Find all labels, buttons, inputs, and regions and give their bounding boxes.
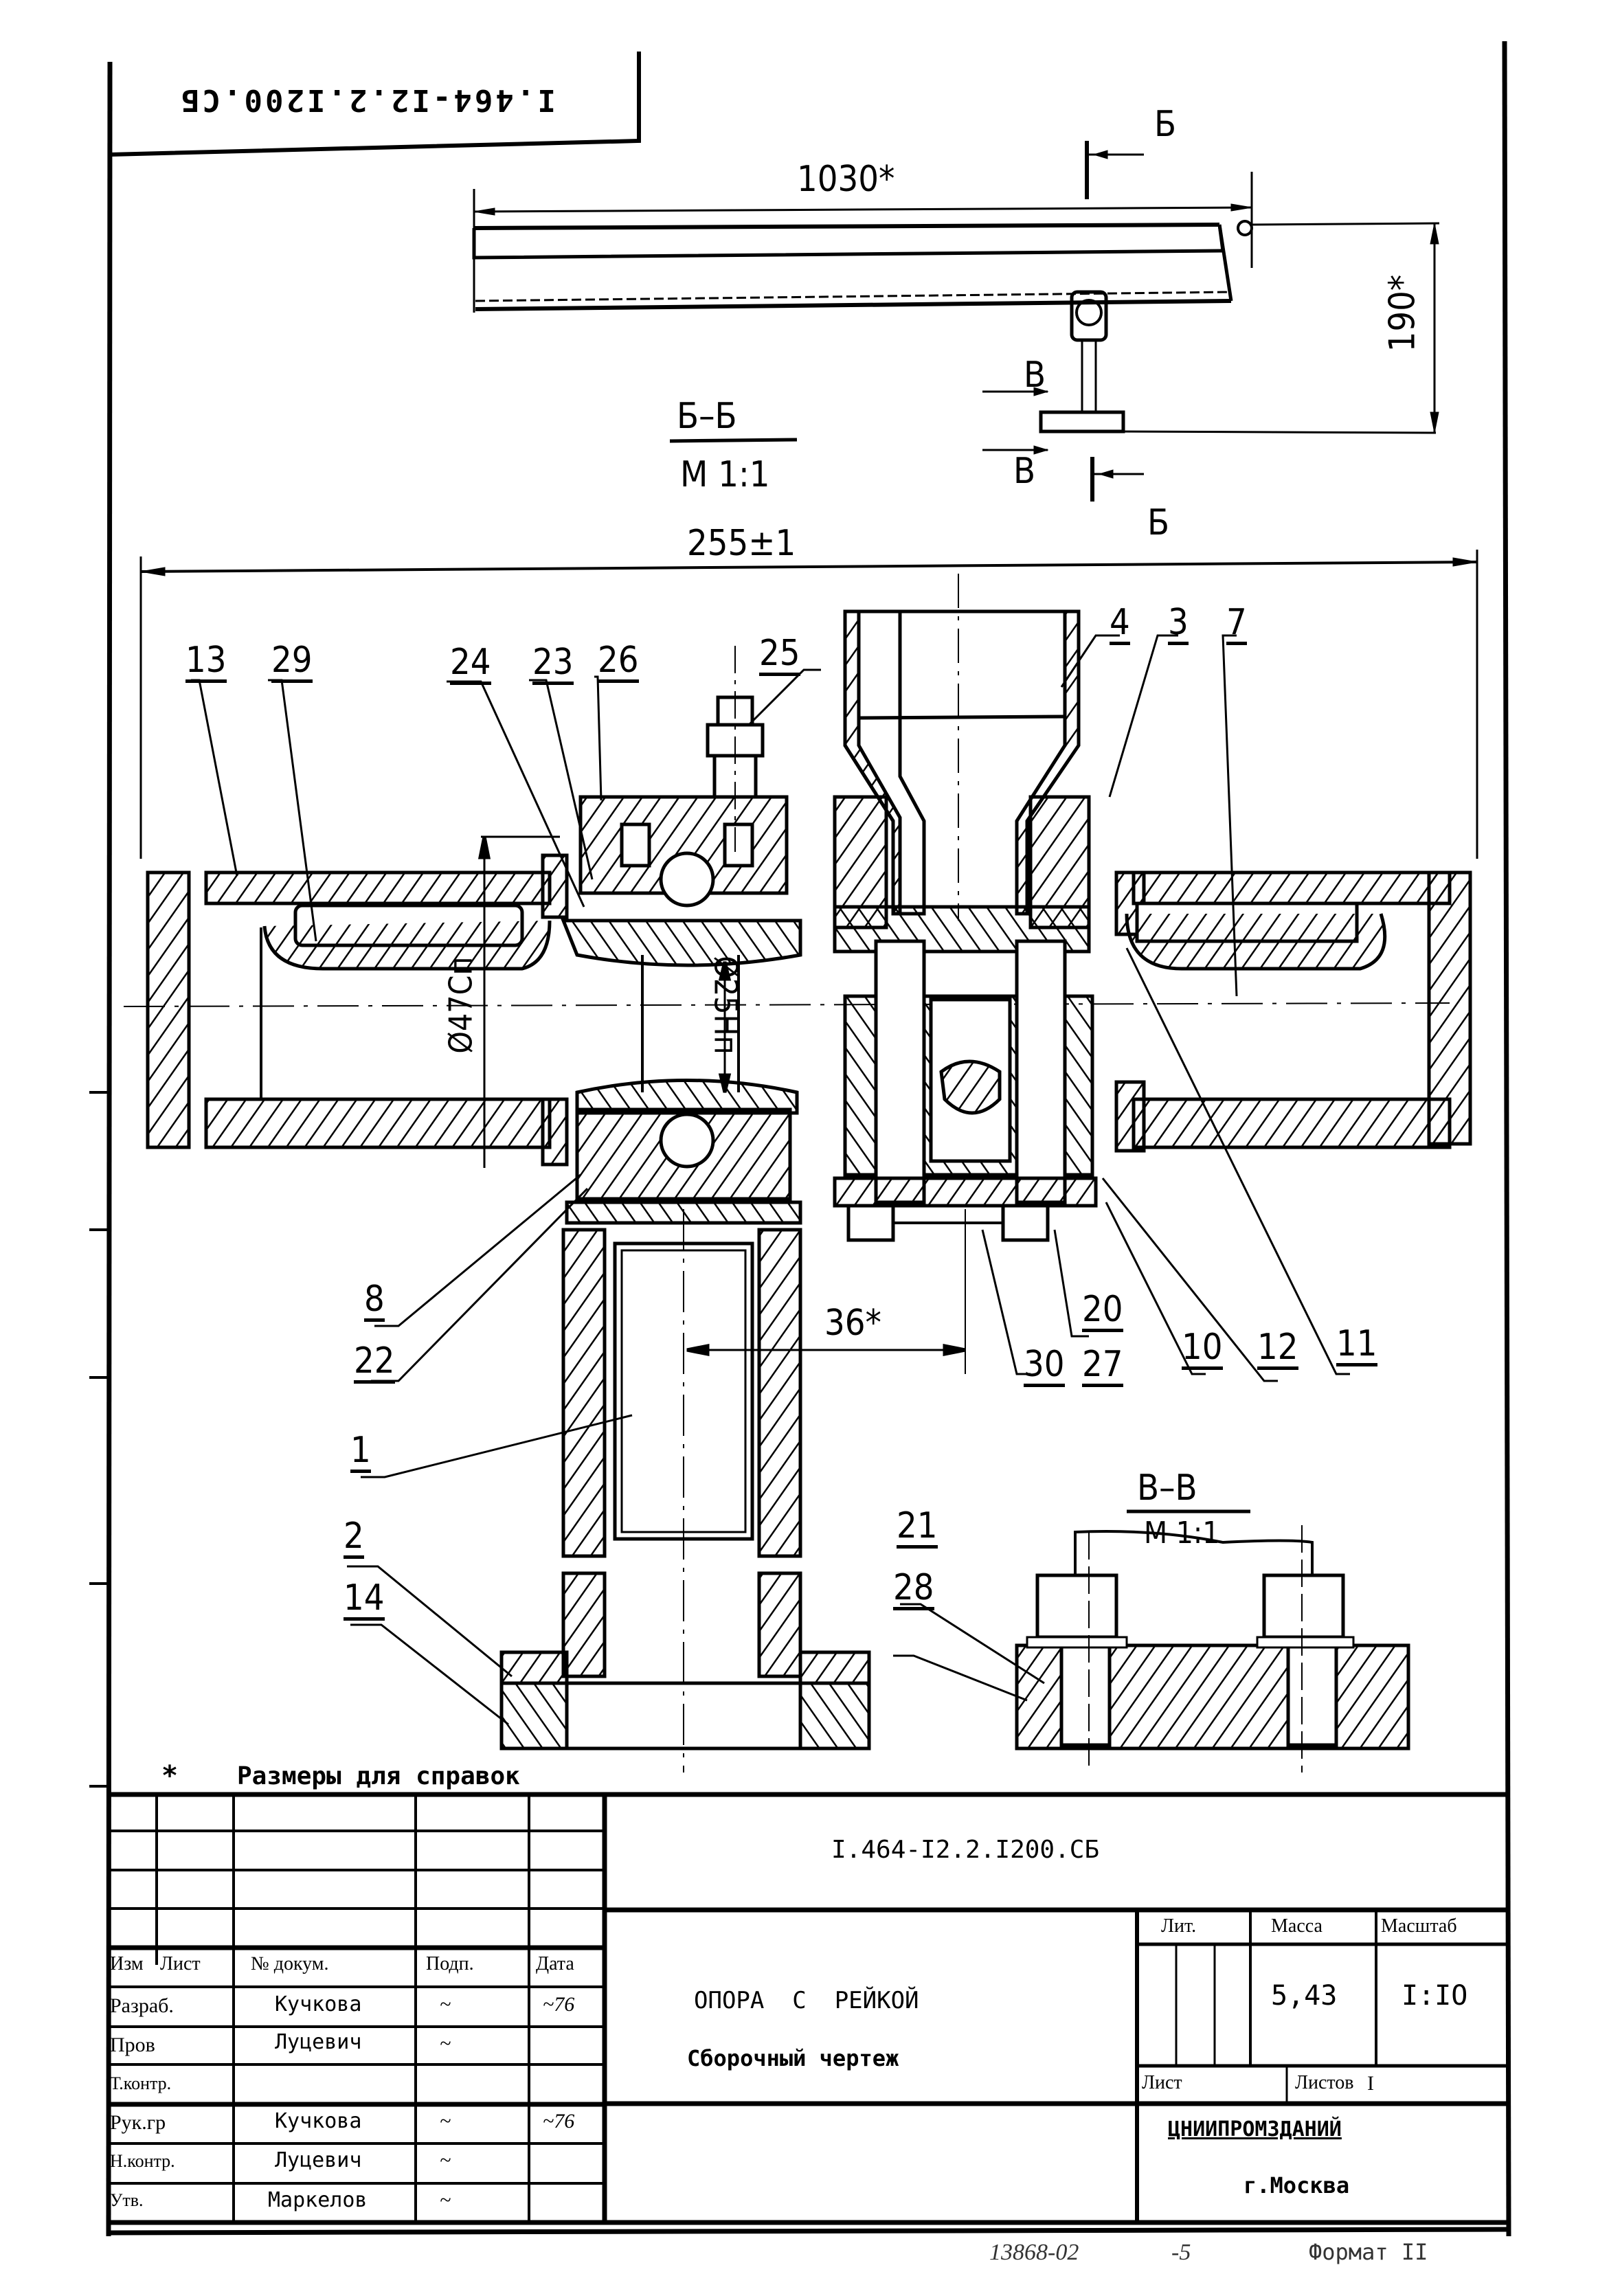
footer-archive-no: 13868-02: [989, 2240, 1079, 2265]
leader-lines: [191, 634, 1350, 1726]
section-mark-b-top: Б: [1154, 104, 1177, 145]
part-label-24: 24: [450, 644, 491, 685]
part-label-29: 29: [271, 642, 313, 683]
dim-inner-dia-label: Ø25Нп: [707, 956, 745, 1055]
tb-mass-value: 5,43: [1271, 1980, 1338, 2012]
note-text: Размеры для справок: [237, 1762, 520, 1790]
tb-row-sign: ~: [440, 2149, 451, 2172]
part-label-3: 3: [1168, 605, 1189, 645]
part-label-10: 10: [1182, 1329, 1223, 1370]
part-label-26: 26: [598, 642, 639, 683]
tb-row-sign: ~: [440, 2032, 451, 2055]
tb-row-role: Утв.: [110, 2190, 144, 2210]
tb-doc-type: Сборочный чертеж: [687, 2045, 899, 2071]
note-star: *: [161, 1760, 179, 1792]
main-assembly: [123, 574, 1472, 1772]
tb-sheets-value: I: [1367, 2072, 1374, 2095]
tb-sheets-label: Листов: [1295, 2072, 1354, 2093]
section-bb-underline: [669, 438, 798, 443]
tb-row-sign: ~: [440, 1993, 451, 2016]
tb-scale-value: I:IO: [1402, 1980, 1468, 2012]
tb-row-role: Н.контр.: [110, 2151, 175, 2171]
tb-row-date: ~76: [543, 2110, 575, 2132]
part-label-7: 7: [1226, 605, 1247, 645]
section-vv-title: В–В: [1137, 1467, 1197, 1509]
part-label-13: 13: [185, 642, 227, 683]
cut-mark-v-top: В: [1024, 354, 1046, 396]
tb-row-date: ~76: [543, 1993, 575, 2016]
part-label-27: 27: [1082, 1347, 1123, 1387]
tb-row-role: Рук.гр: [110, 2111, 166, 2134]
tb-product-name: ОПОРА С РЕЙКОЙ: [694, 1987, 919, 2014]
tb-row-name: Кучкова: [275, 1992, 362, 2016]
part-label-28: 28: [893, 1570, 934, 1610]
part-label-30: 30: [1024, 1347, 1065, 1387]
sheet-frame: [89, 41, 1511, 2237]
tb-row-role: Разраб.: [110, 1994, 174, 2017]
footer-format: Формат II: [1309, 2239, 1428, 2265]
part-label-22: 22: [354, 1343, 395, 1384]
rotated-stamp-code: I.464-I2.2.I200.СБ: [179, 82, 556, 117]
tb-header-date: Дата: [536, 1953, 574, 1974]
title-block-grid: [109, 1792, 1508, 2225]
tb-mass-label: Масса: [1271, 1915, 1323, 1937]
cut-mark-v-bottom: В: [1013, 451, 1036, 492]
dim-offset-label: 36*: [824, 1303, 881, 1344]
part-label-25: 25: [759, 635, 800, 676]
dim-overall-label: 255±1: [687, 523, 796, 564]
tb-row-name: Маркелов: [268, 2188, 368, 2212]
tb-lit-label: Лит.: [1161, 1915, 1197, 1937]
part-label-12: 12: [1257, 1329, 1298, 1370]
part-label-1: 1: [350, 1432, 371, 1473]
section-vv-scale: М 1:1: [1144, 1516, 1220, 1551]
part-label-8: 8: [364, 1281, 385, 1322]
dim-255-line: [139, 550, 1478, 859]
tb-row-name: Кучкова: [275, 2109, 362, 2133]
tb-row-sign: ~: [440, 2110, 451, 2132]
dim-length-label: 1030*: [797, 159, 895, 200]
part-label-14: 14: [344, 1580, 385, 1621]
tb-header-izm: Изм: [110, 1953, 144, 1974]
tb-doc-code: I.464-I2.2.I200.СБ: [831, 1836, 1100, 1864]
section-bb-scale: М 1:1: [680, 454, 770, 495]
tb-org-name: ЦНИИПРОМЗДАНИЙ: [1168, 2117, 1342, 2141]
part-label-2: 2: [344, 1518, 364, 1559]
tb-row-sign: ~: [440, 2189, 451, 2211]
section-bb-title: Б–Б: [677, 396, 737, 437]
tb-row-role: Т.контр.: [110, 2073, 172, 2093]
tb-org-city: г.Москва: [1243, 2172, 1350, 2198]
part-label-23: 23: [532, 644, 574, 685]
part-label-20: 20: [1082, 1292, 1123, 1332]
tb-header-sign: Подп.: [426, 1953, 474, 1974]
tb-row-name: Луцевич: [275, 2030, 362, 2054]
tb-sheet-label: Лист: [1142, 2072, 1182, 2093]
dim-outer-dia-label: Ø47Сп: [442, 956, 480, 1054]
tb-header-list: Лист: [160, 1953, 201, 1974]
tb-row-name: Луцевич: [275, 2148, 362, 2172]
dim-height-label: 190*: [1382, 274, 1423, 352]
part-label-21: 21: [897, 1508, 938, 1549]
section-vv-drawing: [1015, 1509, 1410, 1772]
rail-top-view: [472, 141, 1440, 502]
footer-sheet-no: -5: [1171, 2240, 1191, 2265]
section-mark-b-bottom: Б: [1147, 502, 1170, 543]
tb-scale-label: Масштаб: [1381, 1917, 1457, 1936]
tb-header-doc-no: № докум.: [251, 1953, 329, 1974]
part-label-11: 11: [1336, 1326, 1377, 1366]
part-label-4: 4: [1110, 605, 1130, 645]
tb-row-role: Пров: [110, 2034, 155, 2056]
